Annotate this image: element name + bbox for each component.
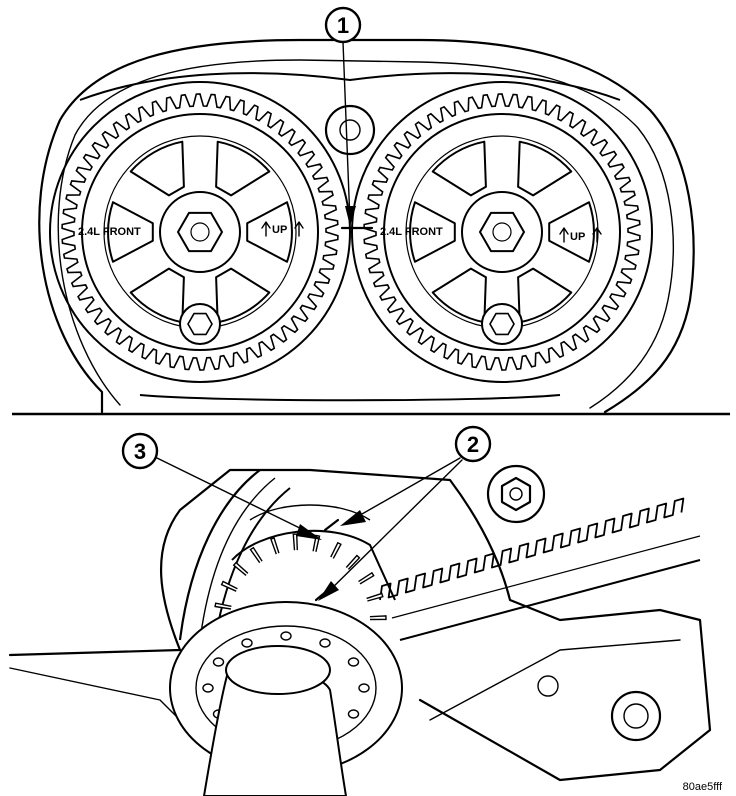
hub-hole <box>212 657 225 667</box>
hub-bolt-center <box>492 222 512 242</box>
callout-3: 3 <box>121 432 322 540</box>
camshaft-sprocket-right <box>351 81 653 383</box>
belt-edge <box>79 72 621 101</box>
locating-bolt-head <box>489 312 515 336</box>
hub-hole <box>319 638 331 648</box>
up-arrow-icon <box>592 227 602 243</box>
sprocket-right-up-label: UP <box>570 231 585 243</box>
hub-bolt-icon <box>478 211 526 253</box>
engine-block-ledge-2 <box>429 639 681 721</box>
belt-right-run-back <box>399 559 701 641</box>
spoke-window <box>246 201 293 263</box>
spoke-window <box>107 201 154 263</box>
belt-outer-edge <box>351 81 653 383</box>
timing-cover-outline <box>38 38 695 414</box>
crank-teeth-arc <box>214 533 387 621</box>
belt-outer-edge <box>49 81 351 383</box>
oil-pump-timing-mark <box>323 518 340 532</box>
up-arrow-icon <box>261 221 271 237</box>
hub-hole <box>347 709 360 719</box>
hub-hole <box>202 683 214 693</box>
top-panel-camshaft-sprockets: 2.4L FRONT UP 2.4L FRONT UP 1 <box>38 6 695 414</box>
hub-hole <box>347 657 360 667</box>
spoke-window <box>517 140 573 197</box>
hub-bolt-icon <box>176 211 224 253</box>
spoke-window <box>129 140 185 197</box>
belt-left-run-outer <box>178 469 261 641</box>
sensor-bolt <box>486 464 546 524</box>
belt-right-run-teeth <box>379 497 685 601</box>
belt-left-run-inner <box>199 477 276 641</box>
bottom-panel-crankshaft-sprocket: 2 3 80ae5fff <box>8 425 723 796</box>
hub-hole <box>241 638 253 648</box>
crank-sprocket-rim <box>231 529 396 601</box>
bottom-timing-belt <box>178 469 701 641</box>
spoke-window <box>431 140 487 197</box>
callout-3-label: 3 <box>134 439 146 464</box>
callout-1-label: 1 <box>337 13 349 38</box>
sprocket-rim <box>81 113 319 351</box>
spoke-window <box>215 140 271 197</box>
callout-2: 2 <box>318 425 492 601</box>
callout-1: 1 <box>324 6 362 226</box>
crankshaft-hub <box>169 601 403 796</box>
spoke-window <box>548 201 595 263</box>
hub-bolt-center <box>190 222 210 242</box>
sprocket-right-front-label: 2.4L FRONT <box>380 226 443 238</box>
spoke-window <box>409 201 456 263</box>
belt-bottom-edge <box>139 394 561 402</box>
up-arrow-icon <box>559 227 569 243</box>
up-arrow-icon <box>294 221 304 237</box>
sprocket-rim <box>383 113 621 351</box>
timing-cover-inner <box>57 59 674 409</box>
camshaft-sprocket-left <box>49 81 351 383</box>
top-timing-belt <box>79 72 621 402</box>
sprocket-left-up-label: UP <box>272 224 287 236</box>
locating-bolt-head <box>187 312 213 336</box>
belt-right-run-mid <box>391 535 701 619</box>
center-idler-bolt <box>324 104 376 156</box>
callout-2-label: 2 <box>467 432 479 457</box>
hub-hole <box>358 683 370 693</box>
lower-bolt <box>537 675 662 742</box>
sprocket-left-front-label: 2.4L FRONT <box>78 226 141 238</box>
figure-id: 80ae5fff <box>683 781 723 793</box>
hub-hole <box>280 631 292 641</box>
